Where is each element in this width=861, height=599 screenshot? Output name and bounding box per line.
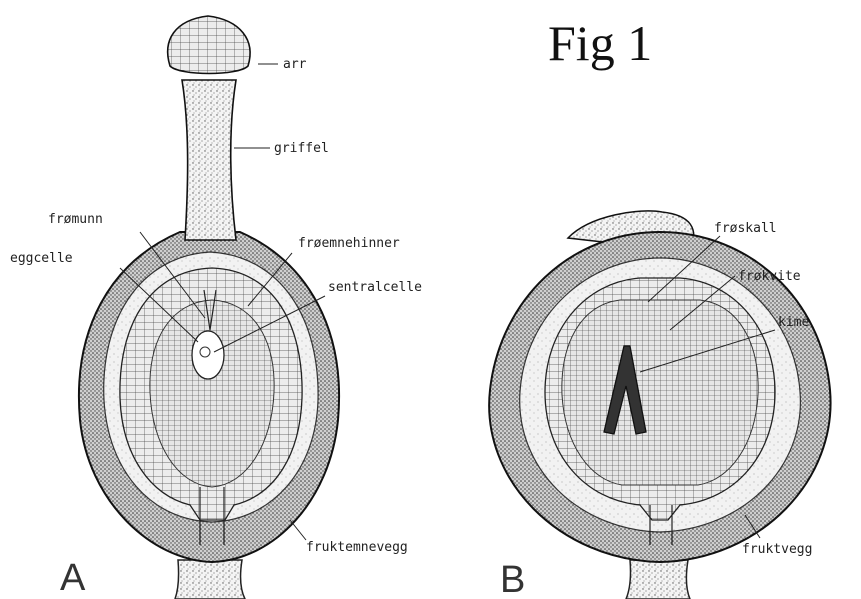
label-eggcelle: eggcelle (10, 251, 73, 266)
stigma-shape (168, 16, 250, 74)
egg-cell-shape (192, 331, 224, 379)
label-froskall: frøskall (714, 221, 777, 236)
panel-letter-b: B (500, 559, 525, 599)
label-arr: arr (283, 57, 307, 72)
label-fruktvegg: fruktvegg (742, 542, 812, 557)
label-froemnehinner: frøemnehinner (298, 236, 400, 251)
label-frokvite: frøkvite (738, 269, 801, 284)
label-kime: kime (778, 315, 809, 330)
panel-letter-a: A (60, 557, 86, 599)
panel-a-drawing (79, 16, 339, 599)
label-sentralcelle: sentralcelle (328, 280, 422, 295)
label-fruktemnevegg: fruktemnevegg (306, 540, 408, 555)
style-shape (182, 80, 236, 240)
label-griffel: griffel (274, 141, 329, 156)
label-fromunn: frømunn (48, 212, 103, 227)
